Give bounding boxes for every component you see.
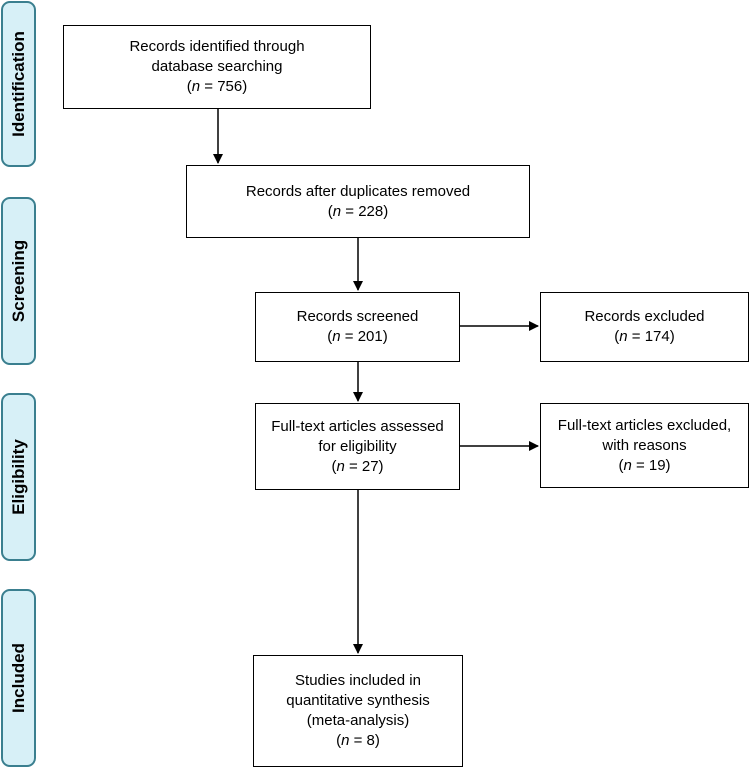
box-studies-included-count: (n = 8) — [336, 732, 380, 749]
box-records-excluded: Records excluded (n = 174) — [540, 292, 749, 362]
stage-included: Included — [1, 589, 36, 767]
box-fulltext-assessed: Full-text articles assessed for eligibil… — [255, 403, 460, 490]
box-fulltext-assessed-count: (n = 27) — [331, 457, 384, 475]
box-studies-included: Studies included in quantitative synthes… — [253, 655, 463, 767]
box-records-screened-count: (n = 201) — [327, 328, 388, 345]
box-records-screened: Records screened (n = 201) — [255, 292, 460, 362]
stage-eligibility: Eligibility — [1, 393, 36, 561]
box-records-identified: Records identified through database sear… — [63, 25, 371, 109]
box-studies-included-line-1: Studies included in — [295, 672, 421, 689]
box-fulltext-excluded: Full-text articles excluded, with reason… — [540, 403, 749, 488]
box-records-excluded-count: (n = 174) — [614, 328, 675, 345]
box-fulltext-assessed-line-1: Full-text articles assessed — [271, 417, 444, 435]
box-records-identified-line-1: Records identified through — [129, 38, 305, 55]
box-after-duplicates: Records after duplicates removed (n = 22… — [186, 165, 530, 238]
stage-identification: Identification — [1, 1, 36, 167]
box-after-duplicates-count: (n = 228) — [327, 202, 389, 220]
box-records-excluded-line-1: Records excluded — [584, 308, 705, 325]
box-fulltext-assessed-line-2: for eligibility — [318, 437, 397, 455]
box-fulltext-excluded-line-1: Full-text articles excluded, — [557, 416, 732, 434]
box-records-screened-line-1: Records screened — [296, 308, 419, 325]
box-records-identified-line-2: database searching — [151, 58, 283, 75]
box-records-identified-count: (n = 756) — [186, 78, 248, 95]
stage-screening: Screening — [1, 197, 36, 365]
box-studies-included-line-3: (meta-analysis) — [306, 712, 410, 729]
box-fulltext-excluded-count: (n = 19) — [618, 456, 671, 474]
box-after-duplicates-line-1: Records after duplicates removed — [245, 182, 471, 200]
box-studies-included-line-2: quantitative synthesis — [286, 692, 430, 709]
box-fulltext-excluded-line-2: with reasons — [602, 436, 687, 454]
